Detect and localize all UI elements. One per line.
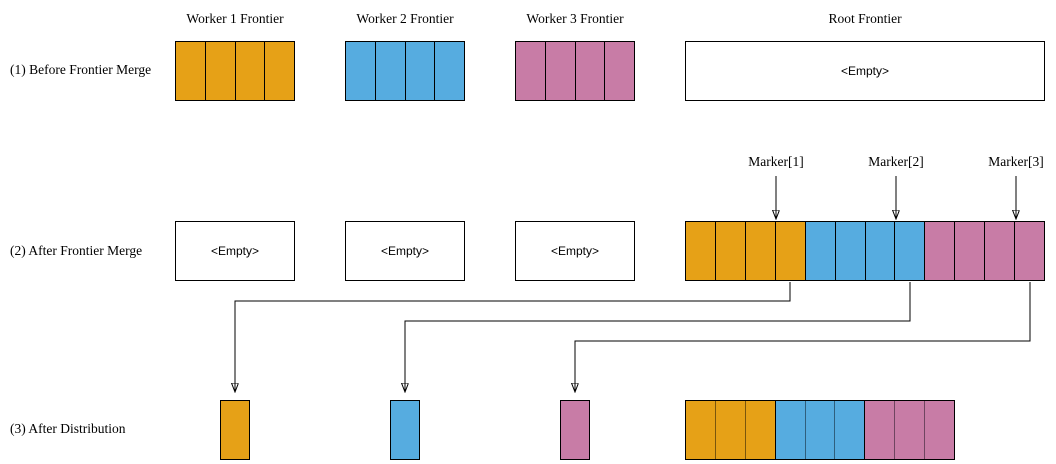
- blue-frontier-cell: [834, 401, 865, 459]
- worker1-frontier-before-box: [175, 41, 295, 101]
- blue-frontier-cell: [834, 222, 865, 280]
- pink-frontier-cell: [1014, 222, 1045, 280]
- orange-frontier-cell: [744, 401, 775, 459]
- blue-frontier-cell: [864, 222, 895, 280]
- pink-frontier-cell: [574, 42, 605, 100]
- worker3-frontier-title: Worker 3 Frontier: [526, 11, 624, 26]
- orange-frontier-cell: [774, 222, 805, 280]
- marker-1-label: Marker[1]: [748, 154, 804, 169]
- pink-frontier-cell: [924, 401, 955, 459]
- distribute-to-worker1-arrow: [235, 282, 791, 392]
- blue-frontier-cell: [774, 401, 805, 459]
- pink-frontier-cell: [604, 42, 634, 100]
- orange-frontier-cell: [714, 222, 745, 280]
- orange-frontier-cell: [176, 42, 205, 100]
- orange-frontier-cell: [744, 222, 775, 280]
- root-frontier-distributed-box: [685, 400, 955, 460]
- pink-frontier-cell: [894, 401, 925, 459]
- pink-frontier-cell: [516, 42, 545, 100]
- distribute-to-worker2-arrow: [405, 282, 911, 392]
- pink-frontier-cell: [544, 42, 575, 100]
- orange-frontier-cell: [234, 42, 265, 100]
- worker3-frontier-after-box: <Empty>: [515, 221, 635, 281]
- orange-frontier-cell: [221, 401, 249, 459]
- blue-frontier-cell: [434, 42, 464, 100]
- root-frontier-title: Root Frontier: [828, 11, 902, 26]
- orange-frontier-cell: [686, 222, 715, 280]
- stage-2-label: (2) After Frontier Merge: [10, 243, 143, 258]
- worker2-frontier-title: Worker 2 Frontier: [356, 11, 454, 26]
- empty-placeholder-text: <Empty>: [210, 244, 260, 258]
- empty-placeholder-text: <Empty>: [840, 64, 890, 78]
- blue-frontier-cell: [804, 401, 835, 459]
- worker3-distributed-cell-box: [560, 400, 590, 460]
- worker1-frontier-after-box: <Empty>: [175, 221, 295, 281]
- blue-frontier-cell: [391, 401, 419, 459]
- orange-frontier-cell: [686, 401, 715, 459]
- orange-frontier-cell: [204, 42, 235, 100]
- worker1-frontier-title: Worker 1 Frontier: [186, 11, 284, 26]
- marker-2-label: Marker[2]: [868, 154, 924, 169]
- pink-frontier-cell: [984, 222, 1015, 280]
- pink-frontier-cell: [954, 222, 985, 280]
- orange-frontier-cell: [714, 401, 745, 459]
- worker2-frontier-after-box: <Empty>: [345, 221, 465, 281]
- worker2-frontier-before-box: [345, 41, 465, 101]
- pink-frontier-cell: [561, 401, 589, 459]
- blue-frontier-cell: [804, 222, 835, 280]
- blue-frontier-cell: [346, 42, 375, 100]
- worker3-frontier-before-box: [515, 41, 635, 101]
- root-frontier-before-box: <Empty>: [685, 41, 1045, 101]
- pink-frontier-cell: [924, 222, 955, 280]
- stage-3-label: (3) After Distribution: [10, 421, 126, 436]
- worker2-distributed-cell-box: [390, 400, 420, 460]
- stage-1-label: (1) Before Frontier Merge: [10, 62, 152, 77]
- blue-frontier-cell: [894, 222, 925, 280]
- distribute-to-worker3-arrow: [575, 282, 1031, 392]
- blue-frontier-cell: [374, 42, 405, 100]
- empty-placeholder-text: <Empty>: [550, 244, 600, 258]
- pink-frontier-cell: [864, 401, 895, 459]
- marker-3-label: Marker[3]: [988, 154, 1044, 169]
- root-frontier-merged-box: [685, 221, 1045, 281]
- empty-placeholder-text: <Empty>: [380, 244, 430, 258]
- orange-frontier-cell: [264, 42, 294, 100]
- blue-frontier-cell: [404, 42, 435, 100]
- worker1-distributed-cell-box: [220, 400, 250, 460]
